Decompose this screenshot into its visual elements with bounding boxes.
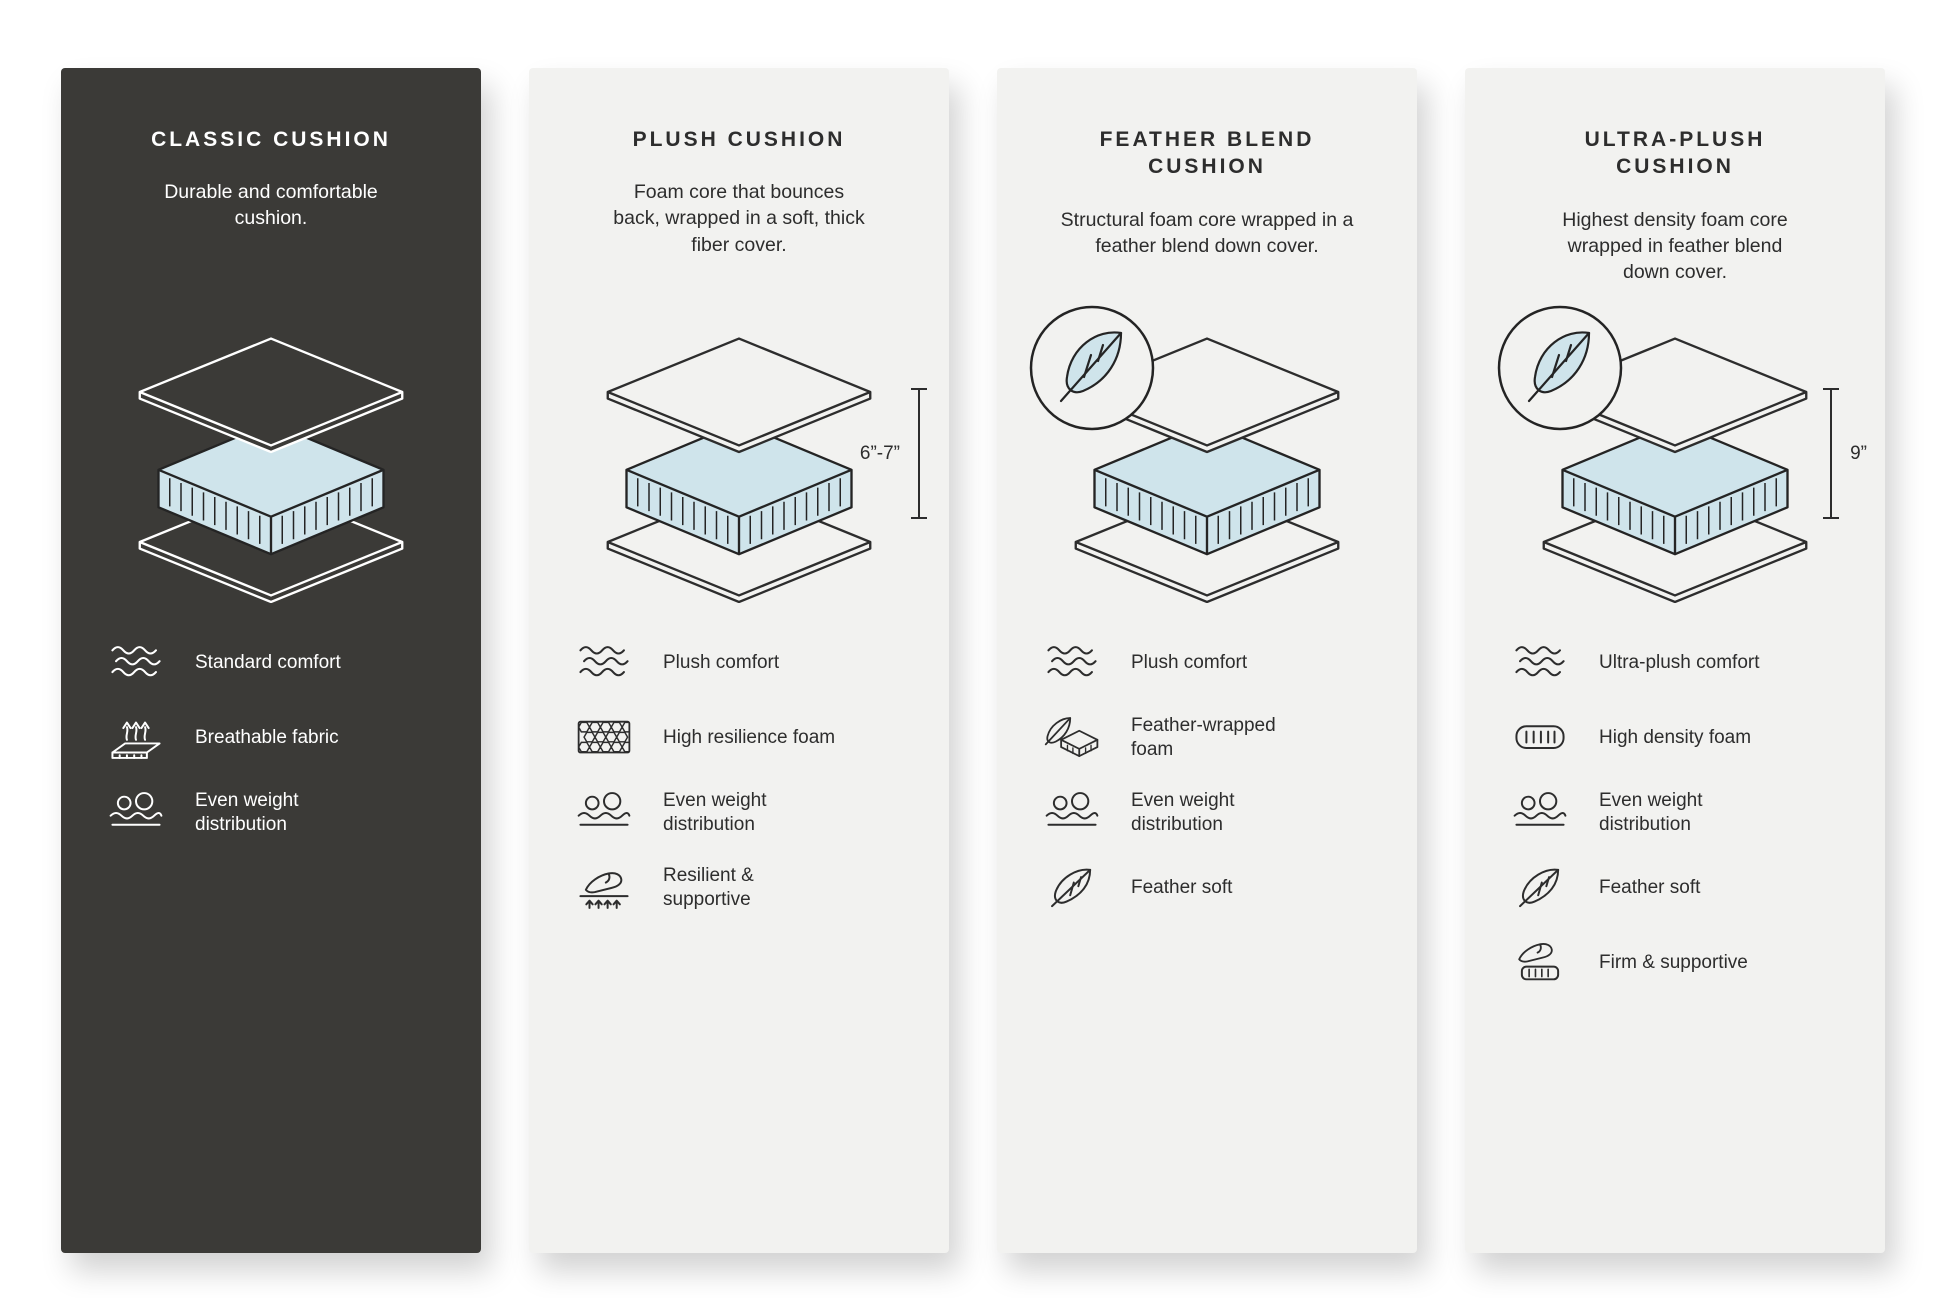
weight-distribution-icon — [107, 791, 165, 835]
feature-label: Even weight distribution — [195, 789, 299, 835]
feature-row: Ultra-plush comfort — [1511, 637, 1845, 689]
card-description: Foam core that bounces back, wrapped in … — [613, 181, 865, 256]
feature-label: Firm & supportive — [1599, 951, 1748, 973]
comfort-waves-icon — [1043, 641, 1101, 685]
card-header: FEATHER BLEND CUSHION Structural foam co… — [1037, 126, 1377, 331]
feature-list: Standard comfort Breathable fabric Even … — [101, 637, 441, 839]
resilient-supportive-icon — [575, 866, 633, 910]
cushion-layers-illustration — [589, 331, 889, 603]
feature-label: Plush comfort — [1131, 651, 1248, 673]
measurement-bracket — [911, 388, 927, 519]
feather-icon — [1043, 866, 1101, 910]
weight-distribution-icon — [1511, 791, 1569, 835]
feature-row: Plush comfort — [1043, 637, 1377, 689]
card-header: CLASSIC CUSHION Durable and comfortable … — [101, 126, 441, 331]
feature-row: Feather soft — [1511, 862, 1845, 914]
comfort-waves-icon — [1511, 641, 1569, 685]
feature-label: Feather soft — [1599, 876, 1701, 898]
feature-label: High density foam — [1599, 726, 1752, 748]
feather-wrapped-foam-icon — [1043, 716, 1101, 760]
feature-label: Resilient & supportive — [663, 864, 754, 910]
feather-badge-icon — [1027, 303, 1157, 433]
cushion-diagram — [121, 331, 421, 603]
card-title: ULTRA-PLUSH CUSHION — [1584, 128, 1766, 179]
measurement-label: 6”-7” — [859, 442, 900, 464]
card-description: Durable and comfortable cushion. — [164, 181, 378, 230]
feather-badge-icon — [1495, 303, 1625, 433]
feature-row: Even weight distribution — [1511, 787, 1845, 839]
resilience-foam-icon — [575, 716, 633, 760]
measurement-label: 9” — [1850, 442, 1867, 464]
feature-label: High resilience foam — [663, 726, 836, 748]
feature-label: Standard comfort — [195, 651, 341, 673]
feature-list: Plush comfort Feather-wrapped foam Even … — [1037, 637, 1377, 914]
feature-list: Plush comfort High resilience foam Even … — [569, 637, 909, 914]
feature-label: Ultra-plush comfort — [1599, 651, 1760, 673]
feature-row: Plush comfort — [575, 637, 909, 689]
card-feather-blend-cushion: FEATHER BLEND CUSHION Structural foam co… — [997, 68, 1417, 1253]
feature-label: Feather-wrapped foam — [1131, 714, 1276, 760]
feature-row: Even weight distribution — [1043, 787, 1377, 839]
feature-label: Even weight distribution — [1599, 789, 1703, 835]
feature-label: Plush comfort — [663, 651, 780, 673]
feature-row: Feather-wrapped foam — [1043, 712, 1377, 764]
feature-list: Ultra-plush comfort High density foam Ev… — [1505, 637, 1845, 989]
feature-label: Feather soft — [1131, 876, 1233, 898]
breathable-fabric-icon — [107, 716, 165, 760]
feature-row: Even weight distribution — [107, 787, 441, 839]
comfort-waves-icon — [575, 641, 633, 685]
card-header: ULTRA-PLUSH CUSHION Highest density foam… — [1505, 126, 1845, 331]
cushion-layers-illustration — [121, 331, 421, 603]
height-measurement: 6”-7” — [860, 386, 931, 521]
weight-distribution-icon — [575, 791, 633, 835]
card-ultra-plush-cushion: ULTRA-PLUSH CUSHION Highest density foam… — [1465, 68, 1885, 1253]
weight-distribution-icon — [1043, 791, 1101, 835]
card-description: Structural foam core wrapped in a feathe… — [1060, 208, 1354, 257]
card-plush-cushion: PLUSH CUSHION Foam core that bounces bac… — [529, 68, 949, 1253]
comfort-waves-icon — [107, 641, 165, 685]
card-title: CLASSIC CUSHION — [151, 128, 391, 151]
feature-row: High density foam — [1511, 712, 1845, 764]
feature-row: Breathable fabric — [107, 712, 441, 764]
firm-supportive-icon — [1511, 941, 1569, 985]
height-measurement: 9” — [1819, 386, 1867, 521]
card-classic-cushion: CLASSIC CUSHION Durable and comfortable … — [61, 68, 481, 1253]
feature-label: Even weight distribution — [1131, 789, 1235, 835]
feature-row: Standard comfort — [107, 637, 441, 689]
card-description: Highest density foam core wrapped in fea… — [1562, 208, 1788, 283]
feature-label: Breathable fabric — [195, 726, 339, 748]
feature-label: Even weight distribution — [663, 789, 767, 835]
cushion-diagram: 6”-7” — [589, 331, 927, 603]
measurement-bracket — [1823, 388, 1840, 519]
cushion-diagram — [1057, 331, 1357, 603]
card-title: PLUSH CUSHION — [632, 128, 846, 151]
cushion-diagram: 9” — [1525, 331, 1867, 603]
card-title: FEATHER BLEND CUSHION — [1099, 128, 1315, 179]
feature-row: Firm & supportive — [1511, 937, 1845, 989]
density-foam-icon — [1511, 716, 1569, 760]
feature-row: Feather soft — [1043, 862, 1377, 914]
feature-row: Resilient & supportive — [575, 862, 909, 914]
card-header: PLUSH CUSHION Foam core that bounces bac… — [569, 126, 909, 331]
feather-icon — [1511, 866, 1569, 910]
feature-row: High resilience foam — [575, 712, 909, 764]
feature-row: Even weight distribution — [575, 787, 909, 839]
